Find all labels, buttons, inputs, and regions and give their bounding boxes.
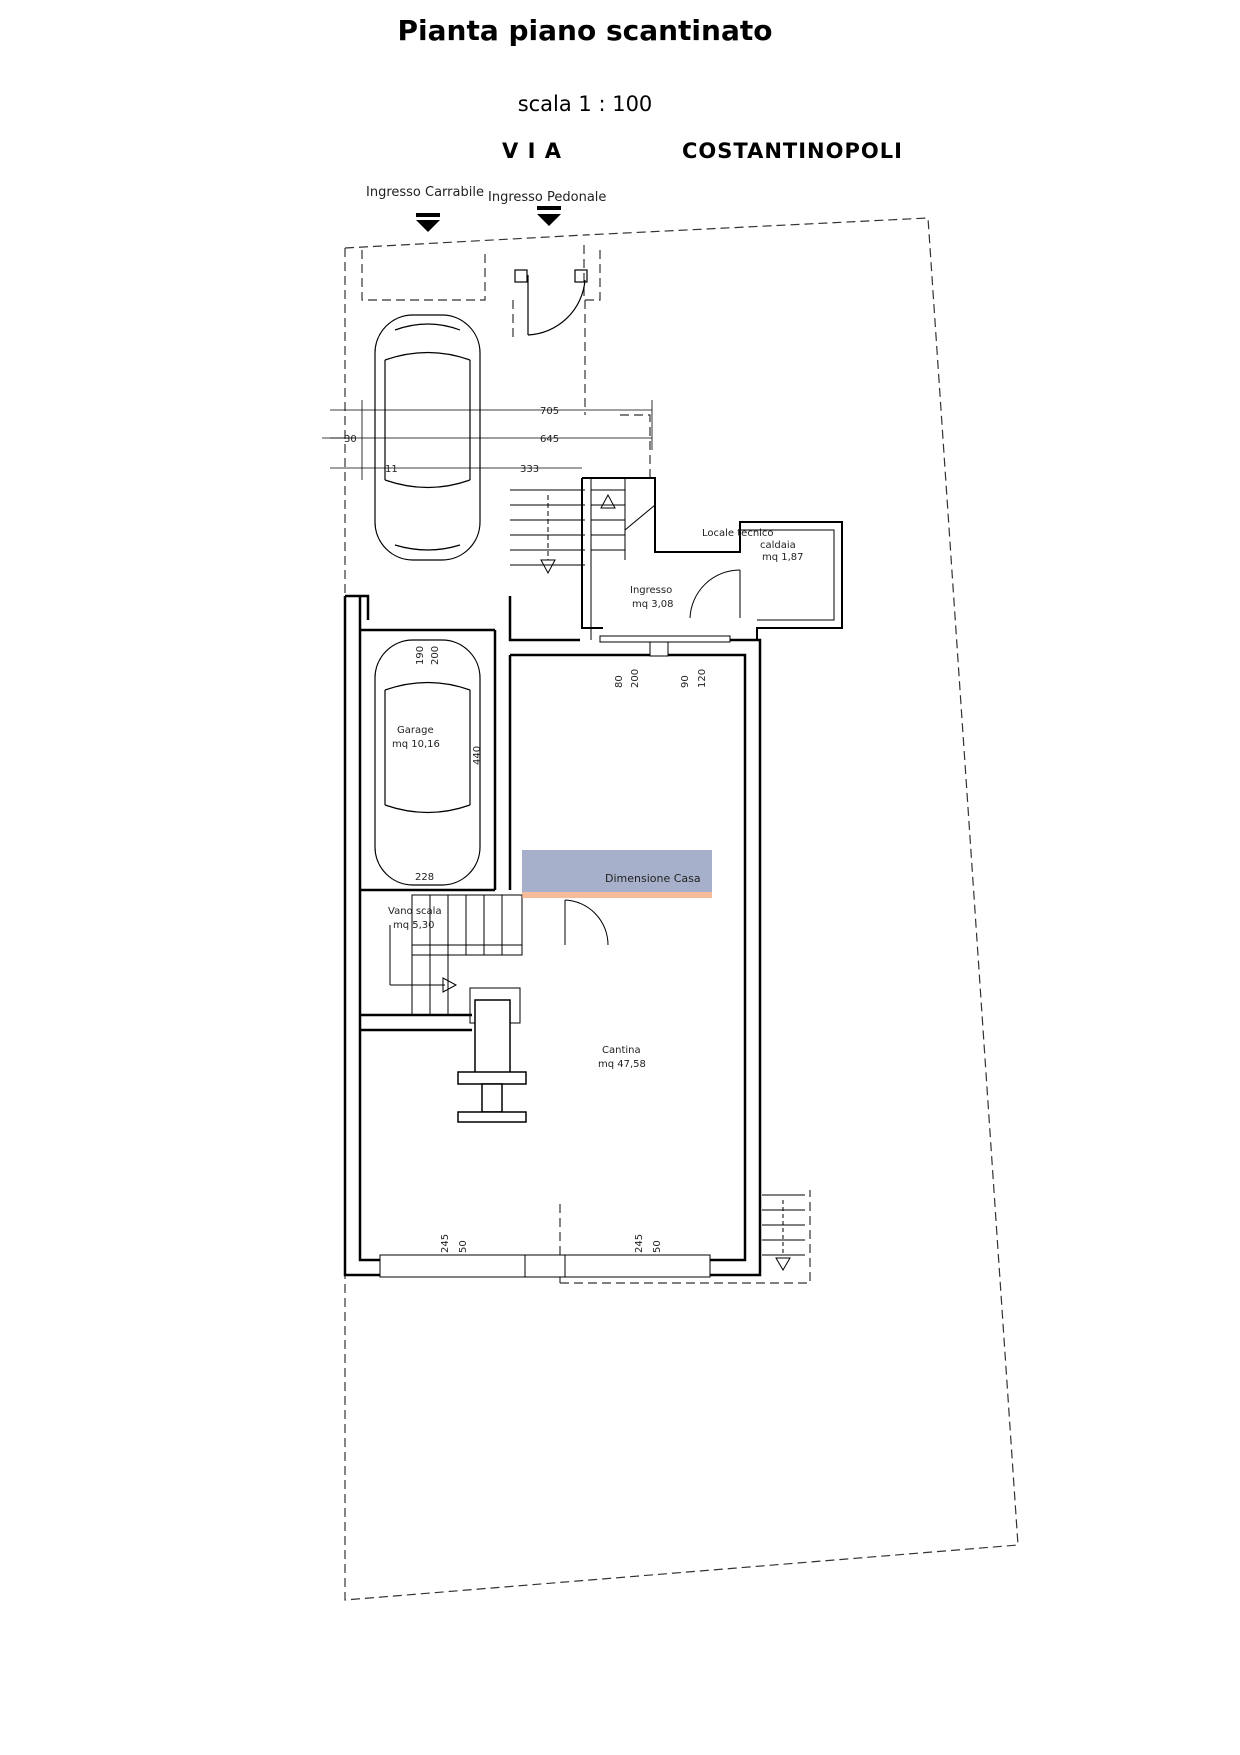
room-label-cantina: Cantina [602,1045,641,1056]
dim-200-cantina: 200 [630,669,641,688]
dim-50-a: 50 [458,1240,469,1253]
lot-boundary [344,217,1019,1601]
page-title: Pianta piano scantinato [397,14,773,47]
external-stair-upper [510,489,585,575]
dim-645: 645 [540,434,559,445]
dim-705: 705 [540,406,559,417]
dim-228: 228 [415,872,434,883]
external-stair-lower [762,1194,805,1271]
street-label-via: V I A [502,139,562,163]
dim-90: 90 [680,675,691,688]
locale-tecnico-door [689,569,741,619]
entrance-arrow-pedonale [537,206,561,226]
column [457,999,527,1123]
dim-440: 440 [472,746,483,765]
car-garage [374,639,481,886]
entrance-label-carrabile: Ingresso Carrabile [366,185,484,200]
watermark: Dimensione Casa [522,850,712,898]
dim-333: 333 [520,464,539,475]
street-label-name: COSTANTINOPOLI [682,139,903,163]
pedestrian-gate [514,269,588,336]
dim-30: 30 [344,434,357,445]
building-walls [581,477,843,640]
ingresso-stair [591,478,656,560]
dim-245-a: 245 [440,1234,451,1253]
scale-label: scala 1 : 100 [517,92,653,116]
room-label-caldaia: caldaia [760,540,796,551]
entrance-label-pedonale: Ingresso Pedonale [488,190,606,205]
dim-50-b: 50 [652,1240,663,1253]
dimension-lines [322,400,653,480]
room-label-garage: Garage [397,725,434,736]
entrance-arrow-carrabile [416,213,440,232]
room-area-garage: mq 10,16 [392,739,440,750]
room-area-cantina: mq 47,58 [598,1059,646,1070]
room-area-vano-scala: mq 5,30 [393,920,435,931]
room-label-locale-tecnico: Locale tecnico [702,528,774,539]
room-label-ingresso: Ingresso [630,585,672,596]
room-label-vano-scala: Vano scala [388,906,442,917]
room-area-ingresso: mq 3,08 [632,599,674,610]
cantina-door [564,899,609,946]
room-area-locale-tecnico: mq 1,87 [762,552,804,563]
dim-245-b: 245 [634,1234,645,1253]
stair-vano-scala [389,894,523,1036]
dim-11: 11 [385,464,398,475]
dim-120: 120 [697,669,708,688]
dim-190: 190 [415,646,426,665]
watermark-text: Dimensione Casa [605,872,701,885]
dim-80: 80 [614,675,625,688]
car-upper [374,314,481,561]
main-walls [343,594,762,1277]
openings [379,635,731,1278]
dim-200-garage: 200 [430,646,441,665]
